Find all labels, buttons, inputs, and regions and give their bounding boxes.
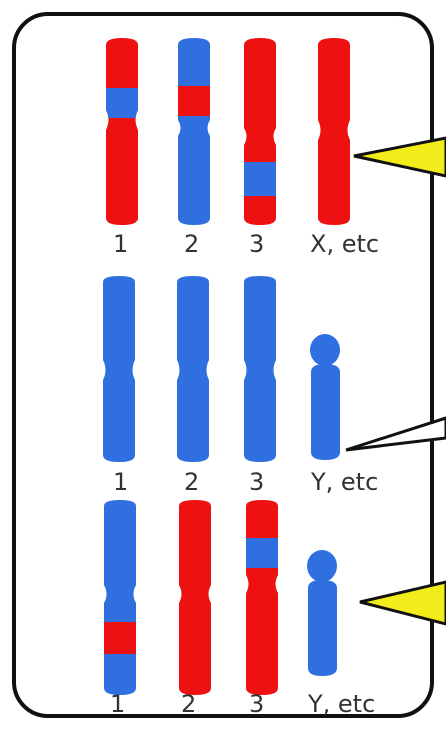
chromosome-1	[106, 38, 138, 225]
chromosome-y	[310, 334, 340, 460]
chromosome-band	[178, 86, 210, 116]
row-3: 1 2 3 Y, etc	[104, 500, 446, 718]
chromosome-2	[177, 276, 209, 462]
label-y-etc: Y, etc	[307, 690, 375, 718]
chromosome-x	[318, 38, 350, 225]
label-2: 2	[184, 230, 199, 258]
callout-pointer-yellow	[359, 580, 446, 626]
chromosome-y	[307, 550, 337, 676]
row-1: 1 2 3 X, etc	[106, 38, 446, 258]
diagram-frame	[12, 12, 434, 718]
chromosome-band	[106, 88, 138, 118]
label-1: 1	[110, 690, 125, 718]
label-x-etc: X, etc	[310, 230, 379, 258]
chromosome-3	[244, 38, 276, 225]
chromosome-2	[179, 500, 211, 695]
chromosome-3	[244, 276, 276, 462]
label-2: 2	[184, 468, 199, 496]
chromosome-band	[104, 622, 136, 654]
label-3: 3	[249, 690, 264, 718]
chromosome-3	[246, 500, 278, 695]
label-3: 3	[249, 230, 264, 258]
label-2: 2	[181, 690, 196, 718]
row-2: 1 2 3 Y, etc	[103, 276, 446, 496]
chromosome-1	[104, 500, 136, 695]
chromosome-2	[178, 38, 210, 225]
label-3: 3	[249, 468, 264, 496]
label-1: 1	[113, 230, 128, 258]
callout-pointer-yellow	[353, 136, 446, 178]
chromosome-band	[244, 162, 276, 196]
callout-pointer-white	[345, 416, 446, 452]
chromosome-1	[103, 276, 135, 462]
label-y-etc: Y, etc	[310, 468, 378, 496]
label-1: 1	[113, 468, 128, 496]
chromosome-band	[246, 538, 278, 568]
